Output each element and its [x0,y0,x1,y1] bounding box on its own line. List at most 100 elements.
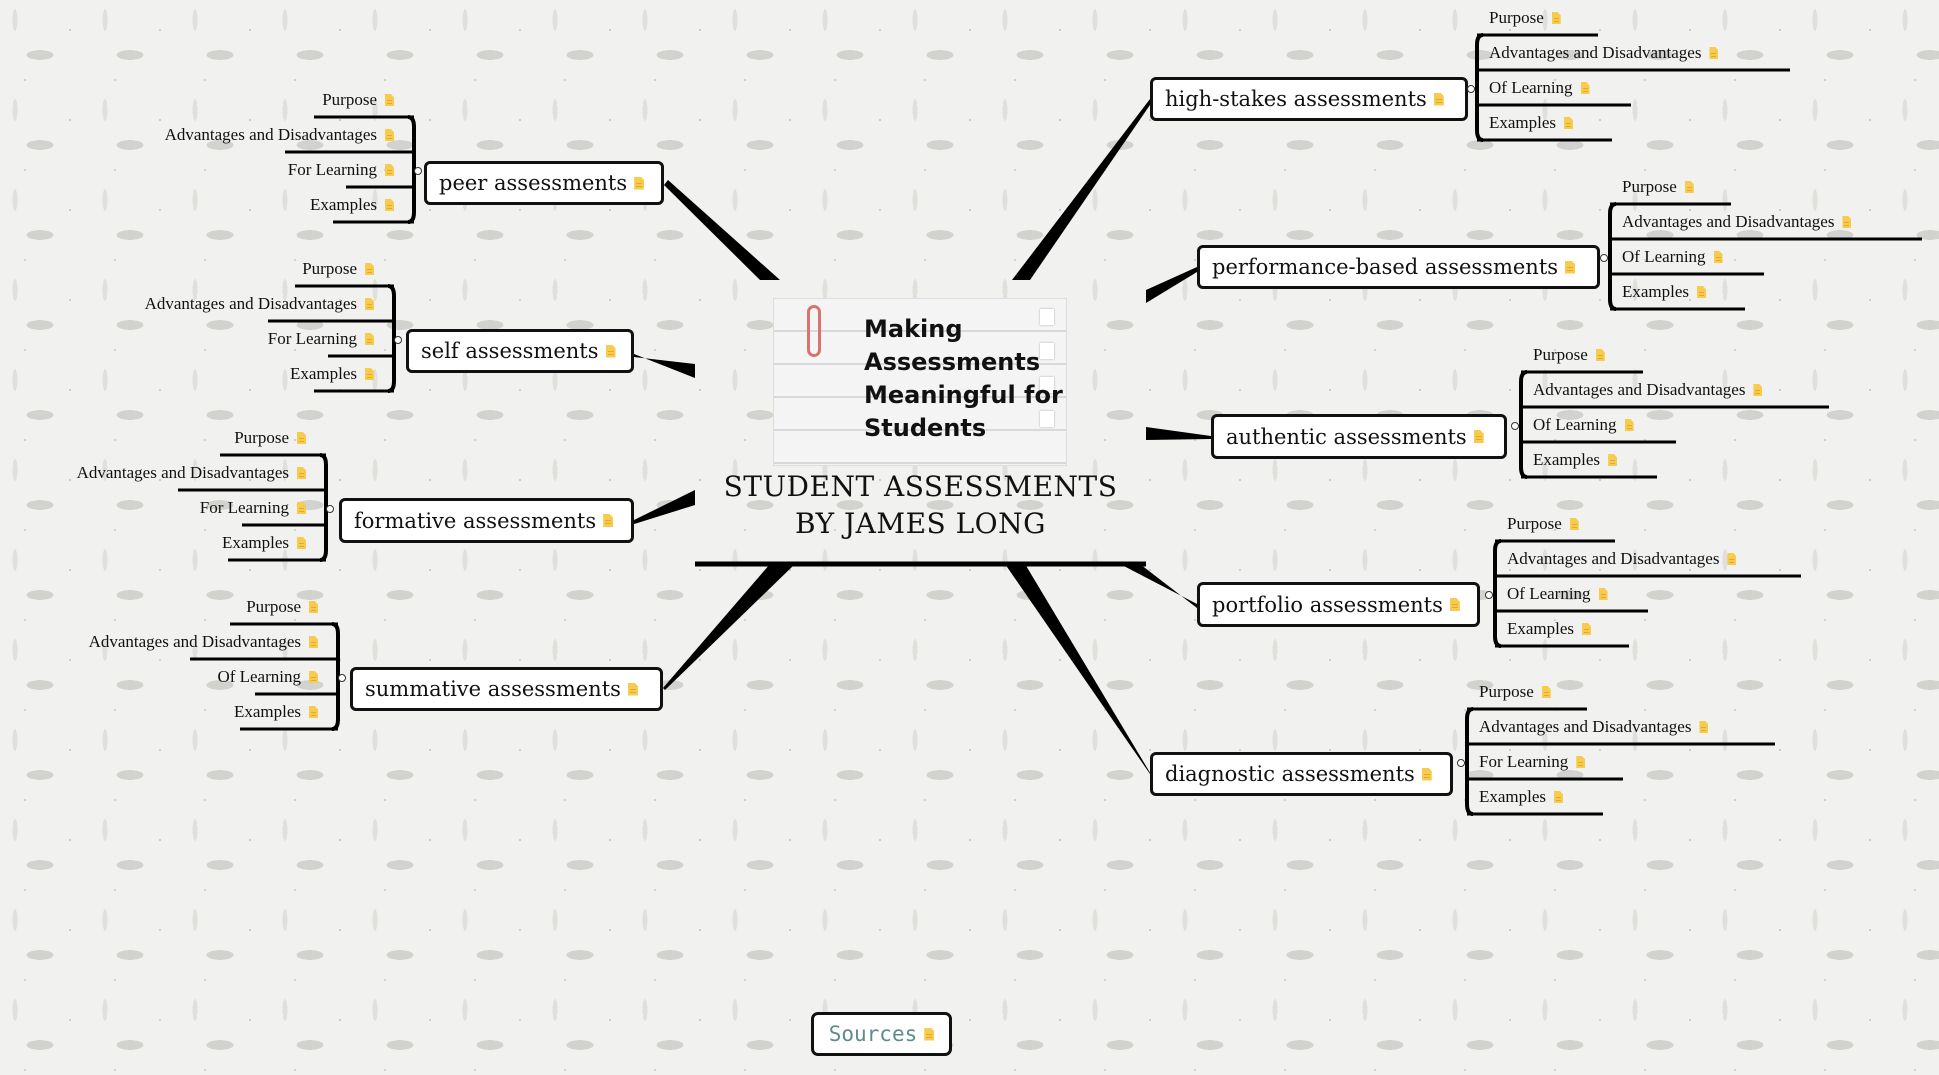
note-icon[interactable] [1684,181,1694,193]
note-icon[interactable] [924,1027,935,1041]
collapse-toggle-icon[interactable] [1485,590,1493,599]
collapse-toggle-icon[interactable] [1511,421,1519,430]
collapse-toggle-icon[interactable] [1457,758,1465,767]
subtopic-advantages-and-disadvantages[interactable]: Advantages and Disadvantages [89,629,318,655]
note-icon[interactable] [1433,92,1444,106]
subtopic-advantages-and-disadvantages[interactable]: Advantages and Disadvantages [145,291,374,317]
subtopic-examples[interactable]: Examples [1507,616,1592,642]
subtopic-purpose[interactable]: Purpose [1479,679,1551,705]
note-icon[interactable] [1569,518,1579,530]
subtopic-advantages-and-disadvantages[interactable]: Advantages and Disadvantages [1507,546,1737,572]
branch-portfolio-assessments[interactable]: portfolio assessments [1197,582,1480,627]
subtopic-examples[interactable]: Examples [290,361,374,387]
collapse-toggle-icon[interactable] [1467,84,1475,93]
subtopic-of-learning[interactable]: Of Learning [1622,244,1723,270]
subtopic-advantages-and-disadvantages[interactable]: Advantages and Disadvantages [77,460,306,486]
branch-authentic-assessments[interactable]: authentic assessments [1211,414,1507,459]
note-icon[interactable] [605,344,616,358]
note-icon[interactable] [1608,454,1618,466]
note-icon[interactable] [309,601,318,613]
note-icon[interactable] [1753,384,1763,396]
subtopic-advantages-and-disadvantages[interactable]: Advantages and Disadvantages [1489,40,1719,66]
note-icon[interactable] [1842,216,1852,228]
note-icon[interactable] [365,368,374,380]
note-icon[interactable] [309,671,318,683]
subtopic-of-learning[interactable]: Of Learning [217,664,318,690]
note-icon[interactable] [1551,12,1561,24]
note-icon[interactable] [309,636,318,648]
note-icon[interactable] [627,682,638,696]
collapse-toggle-icon[interactable] [394,335,402,344]
branch-formative-assessments[interactable]: formative assessments [339,498,634,543]
subtopic-purpose[interactable]: Purpose [246,594,318,620]
branch-high-stakes-assessments[interactable]: high-stakes assessments [1150,77,1468,121]
note-icon[interactable] [1727,553,1737,565]
subtopic-examples[interactable]: Examples [310,192,394,218]
collapse-toggle-icon[interactable] [414,166,422,175]
central-title-line1[interactable]: STUDENT ASSESSMENTS [723,470,1118,503]
note-icon[interactable] [1699,721,1709,733]
note-icon[interactable] [1595,349,1605,361]
subtopic-of-learning[interactable]: Of Learning [1533,412,1634,438]
note-icon[interactable] [297,432,306,444]
subtopic-advantages-and-disadvantages[interactable]: Advantages and Disadvantages [165,122,394,148]
note-icon[interactable] [297,467,306,479]
subtopic-for-learning[interactable]: For Learning [1479,749,1586,775]
note-icon[interactable] [385,164,394,176]
sources-node[interactable]: Sources [811,1012,952,1056]
note-icon[interactable] [1576,756,1586,768]
subtopic-examples[interactable]: Examples [222,530,306,556]
branch-diagnostic-assessments[interactable]: diagnostic assessments [1150,752,1453,796]
note-icon[interactable] [603,514,614,527]
subtopic-purpose[interactable]: Purpose [234,425,306,451]
note-icon[interactable] [385,129,394,141]
subtopic-examples[interactable]: Examples [1622,279,1707,305]
note-icon[interactable] [365,298,374,310]
note-icon[interactable] [1421,767,1432,781]
note-icon[interactable] [309,706,318,718]
subtopic-for-learning[interactable]: For Learning [288,157,394,183]
subtopic-purpose[interactable]: Purpose [302,256,374,282]
subtopic-of-learning[interactable]: Of Learning [1507,581,1608,607]
note-icon[interactable] [1713,251,1723,263]
note-icon[interactable] [1598,588,1608,600]
subtopic-purpose[interactable]: Purpose [1622,174,1694,200]
branch-summative-assessments[interactable]: summative assessments [350,667,663,711]
note-icon[interactable] [297,502,306,514]
subtopic-purpose[interactable]: Purpose [1507,511,1579,537]
note-icon[interactable] [1565,260,1576,274]
subtopic-purpose[interactable]: Purpose [1489,5,1561,31]
note-icon[interactable] [1541,686,1551,698]
branch-performance-based-assessments[interactable]: performance-based assessments [1197,245,1600,289]
note-icon[interactable] [297,537,306,549]
note-icon[interactable] [385,199,394,211]
note-icon[interactable] [1580,82,1590,94]
note-icon[interactable] [1449,598,1460,611]
note-icon[interactable] [1582,623,1592,635]
subtopic-examples[interactable]: Examples [1533,447,1618,473]
note-icon[interactable] [1473,430,1484,443]
collapse-toggle-icon[interactable] [326,504,334,513]
note-icon[interactable] [365,333,374,345]
branch-peer-assessments[interactable]: peer assessments [424,161,664,205]
branch-self-assessments[interactable]: self assessments [406,329,634,373]
subtopic-for-learning[interactable]: For Learning [268,326,374,352]
subtopic-advantages-and-disadvantages[interactable]: Advantages and Disadvantages [1533,377,1763,403]
note-icon[interactable] [1709,47,1719,59]
central-title-line2[interactable]: BY JAMES LONG [794,507,1047,540]
subtopic-examples[interactable]: Examples [1489,110,1574,136]
note-icon[interactable] [1564,117,1574,129]
subtopic-examples[interactable]: Examples [1479,784,1564,810]
subtopic-advantages-and-disadvantages[interactable]: Advantages and Disadvantages [1622,209,1852,235]
note-icon[interactable] [1624,419,1634,431]
subtopic-advantages-and-disadvantages[interactable]: Advantages and Disadvantages [1479,714,1709,740]
subtopic-purpose[interactable]: Purpose [1533,342,1605,368]
note-icon[interactable] [1697,286,1707,298]
subtopic-purpose[interactable]: Purpose [322,87,394,113]
subtopic-of-learning[interactable]: Of Learning [1489,75,1590,101]
note-icon[interactable] [634,176,645,190]
note-icon[interactable] [365,263,374,275]
note-icon[interactable] [385,94,394,106]
subtopic-examples[interactable]: Examples [234,699,318,725]
central-topic-image[interactable]: Making Assessments Meaningful for Studen… [774,299,1066,465]
